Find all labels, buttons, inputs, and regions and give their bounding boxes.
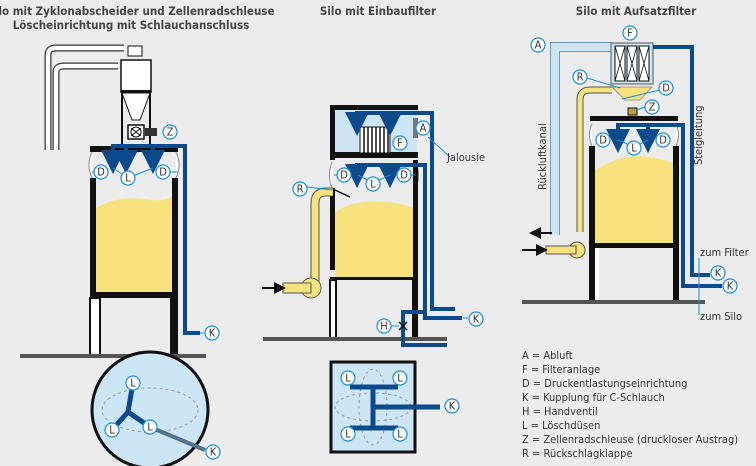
title-right: Silo mit Aufsatzfilter bbox=[576, 4, 697, 18]
title-left-line1: Silo mit Zyklonabscheider und Zellenrads… bbox=[0, 4, 275, 18]
svg-text:L: L bbox=[345, 372, 351, 385]
callout-l: L bbox=[340, 370, 356, 386]
callout-l: L bbox=[142, 419, 158, 435]
title-middle: Silo mit Einbaufilter bbox=[320, 4, 437, 18]
middle-silo bbox=[262, 105, 468, 454]
callout-l: L bbox=[365, 176, 381, 192]
svg-text:Z: Z bbox=[649, 101, 656, 114]
svg-text:D: D bbox=[159, 166, 167, 179]
svg-text:D: D bbox=[340, 169, 348, 182]
svg-text:K: K bbox=[449, 400, 456, 413]
legend-item: K = Kupplung für C-Schlauch bbox=[522, 391, 665, 404]
steigleitung-label: Steigleitung bbox=[692, 105, 705, 165]
callout-r: R bbox=[572, 69, 588, 85]
svg-text:A: A bbox=[420, 122, 427, 135]
svg-text:F: F bbox=[397, 137, 403, 150]
svg-text:D: D bbox=[662, 82, 670, 95]
svg-text:K: K bbox=[209, 327, 216, 340]
svg-text:L: L bbox=[345, 428, 351, 441]
callout-r: R bbox=[292, 181, 308, 197]
legend: A = Abluft F = Filteranlage D = Druckent… bbox=[522, 349, 738, 460]
svg-text:K: K bbox=[715, 267, 722, 280]
legend-item: Z = Zellenradschleuse (druckloser Austra… bbox=[522, 433, 738, 446]
callout-l: L bbox=[104, 422, 120, 438]
legend-item: H = Handventil bbox=[522, 405, 598, 418]
callout-l: L bbox=[125, 375, 141, 391]
svg-text:D: D bbox=[659, 134, 667, 147]
callout-l: L bbox=[392, 426, 408, 442]
legend-item: R = Rückschlagklappe bbox=[522, 447, 632, 460]
bulk-material bbox=[96, 196, 172, 292]
callout-a: A bbox=[415, 120, 431, 136]
legend-item: L = Löschdüsen bbox=[522, 419, 600, 432]
callout-l: L bbox=[340, 426, 356, 442]
rueckluftkanal-label: Rückluftkanal bbox=[536, 123, 549, 190]
callout-l: L bbox=[626, 140, 642, 156]
legend-item: F = Filteranlage bbox=[522, 363, 600, 376]
svg-text:L: L bbox=[397, 372, 403, 385]
callout-z: Z bbox=[644, 99, 660, 115]
right-silo bbox=[522, 42, 722, 315]
svg-text:D: D bbox=[599, 134, 607, 147]
callout-k: K bbox=[468, 311, 484, 327]
callout-d: D bbox=[396, 167, 412, 183]
svg-text:L: L bbox=[109, 424, 115, 437]
svg-text:K: K bbox=[727, 280, 734, 293]
callout-l: L bbox=[392, 370, 408, 386]
callout-d: D bbox=[336, 167, 352, 183]
svg-text:D: D bbox=[97, 166, 105, 179]
callout-k: K bbox=[722, 278, 738, 294]
svg-text:R: R bbox=[297, 183, 304, 196]
callout-l: L bbox=[120, 170, 136, 186]
svg-text:D: D bbox=[400, 169, 408, 182]
callout-h: H bbox=[376, 318, 392, 334]
callout-d: D bbox=[658, 80, 674, 96]
svg-text:Z: Z bbox=[167, 126, 174, 139]
svg-text:F: F bbox=[627, 27, 633, 40]
callout-k: K bbox=[444, 398, 460, 414]
svg-text:L: L bbox=[370, 178, 376, 191]
callout-k: K bbox=[204, 325, 220, 341]
callout-d: D bbox=[595, 132, 611, 148]
svg-text:L: L bbox=[147, 421, 153, 434]
callout-d: D bbox=[93, 164, 109, 180]
svg-text:K: K bbox=[210, 446, 217, 459]
callout-d: D bbox=[155, 164, 171, 180]
svg-text:L: L bbox=[631, 142, 637, 155]
svg-text:L: L bbox=[125, 172, 131, 185]
svg-text:R: R bbox=[577, 71, 584, 84]
zum-filter-label: zum Filter bbox=[700, 246, 750, 259]
title-left-line2: Löscheinrichtung mit Schlauchanschluss bbox=[13, 18, 250, 32]
svg-text:K: K bbox=[473, 313, 480, 326]
svg-text:A: A bbox=[535, 39, 542, 52]
ground-line bbox=[20, 354, 206, 358]
svg-text:L: L bbox=[397, 428, 403, 441]
nozzle-top-view-round bbox=[90, 350, 210, 466]
callout-f: F bbox=[622, 25, 638, 41]
svg-text:L: L bbox=[130, 377, 136, 390]
callout-d: D bbox=[655, 132, 671, 148]
jalousie-label: Jalousie bbox=[446, 151, 485, 164]
zum-silo-label: zum Silo bbox=[700, 310, 742, 323]
callout-f: F bbox=[392, 135, 408, 151]
callout-z: Z bbox=[162, 124, 178, 140]
callout-k: K bbox=[710, 265, 726, 281]
svg-text:H: H bbox=[380, 320, 387, 333]
left-silo bbox=[20, 44, 210, 466]
legend-item: D = Druckentlastungseinrichtung bbox=[522, 377, 687, 390]
callout-k: K bbox=[205, 444, 221, 460]
callout-a: A bbox=[530, 37, 546, 53]
legend-item: A = Abluft bbox=[522, 349, 573, 362]
